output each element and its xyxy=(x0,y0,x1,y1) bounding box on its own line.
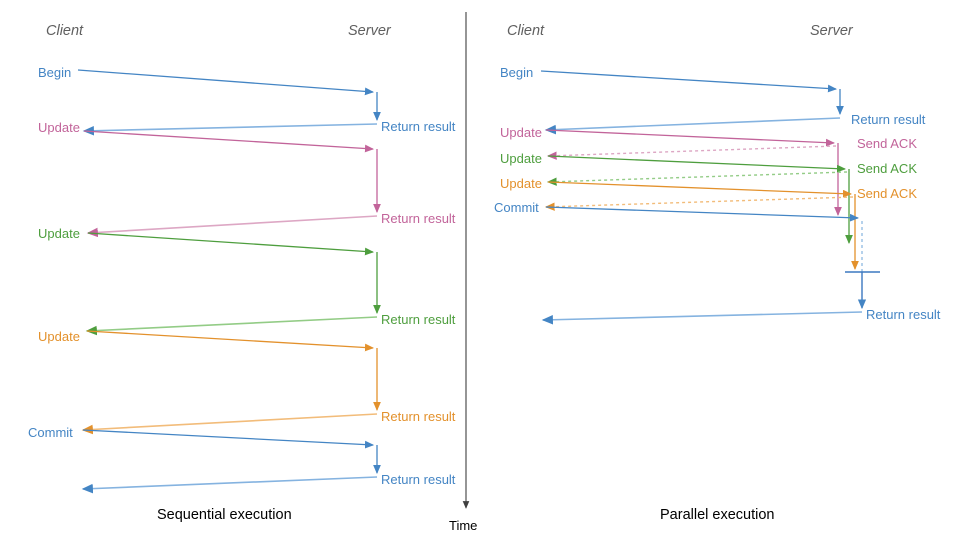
message-label-update-3: Update xyxy=(500,176,542,191)
arrow-update3-request xyxy=(86,330,375,352)
arrow-update1-ack xyxy=(546,145,837,160)
time-axis-label: Time xyxy=(449,518,478,533)
message-label-begin: Begin xyxy=(500,65,534,80)
message-label-return-result-2: Return result xyxy=(866,307,941,322)
lane-title-client-parallel: Client xyxy=(507,22,544,40)
lane-title-server-parallel: Server xyxy=(810,22,853,40)
message-label-send-ack-3: Send ACK xyxy=(857,186,917,201)
message-label-begin: Begin xyxy=(38,65,72,80)
arrow-commit-request xyxy=(545,206,860,222)
arrow-update2-request xyxy=(87,232,375,256)
arrow-update2-ack xyxy=(546,171,848,186)
lane-title-server-sequential: Server xyxy=(348,22,391,40)
lane-title-client-sequential: Client xyxy=(46,22,83,40)
message-label-update-1: Update xyxy=(500,125,542,140)
message-label-return-result-3: Return result xyxy=(381,312,456,327)
arrow-begin-request xyxy=(77,69,375,96)
caption-parallel: Parallel execution xyxy=(660,507,775,523)
arrow-update1-response xyxy=(86,215,378,238)
arrow-update2-request xyxy=(547,155,847,173)
arrow-update3-ack xyxy=(544,196,854,211)
arrow-update1-request xyxy=(545,129,836,147)
message-label-return-result-4: Return result xyxy=(381,409,456,424)
lane-title-text: Client xyxy=(46,23,84,39)
message-label-commit: Commit xyxy=(28,425,73,440)
lane-title-text: Server xyxy=(348,23,391,39)
arrow-begin-response xyxy=(82,123,378,136)
arrow-begin-request xyxy=(540,70,838,93)
caption-sequential: Sequential execution xyxy=(157,507,292,523)
message-label-return-result-5: Return result xyxy=(381,472,456,487)
message-label-update-1: Update xyxy=(38,120,80,135)
arrow-update3-request xyxy=(547,181,853,198)
panel-sequential xyxy=(77,69,381,494)
lane-title-text: Client xyxy=(507,23,545,39)
message-label-send-ack-1: Send ACK xyxy=(857,136,917,151)
arrow-update3-response xyxy=(81,413,378,435)
panel-parallel xyxy=(540,70,880,325)
arrow-update2-response xyxy=(85,316,378,336)
arrow-commit-response xyxy=(81,476,378,494)
arrow-commit-request xyxy=(82,429,375,449)
arrow-begin-response xyxy=(544,117,841,135)
message-label-return-result-1: Return result xyxy=(381,119,456,134)
arrow-update1-request xyxy=(83,130,375,153)
message-label-update-3: Update xyxy=(38,329,80,344)
message-label-send-ack-2: Send ACK xyxy=(857,161,917,176)
message-label-commit: Commit xyxy=(494,200,539,215)
message-label-return-result-2: Return result xyxy=(381,211,456,226)
lane-title-text: Server xyxy=(810,23,853,39)
message-label-update-2: Update xyxy=(38,226,80,241)
message-label-update-2: Update xyxy=(500,151,542,166)
arrow-commit-response xyxy=(541,311,863,325)
message-label-return-result-1: Return result xyxy=(851,112,926,127)
